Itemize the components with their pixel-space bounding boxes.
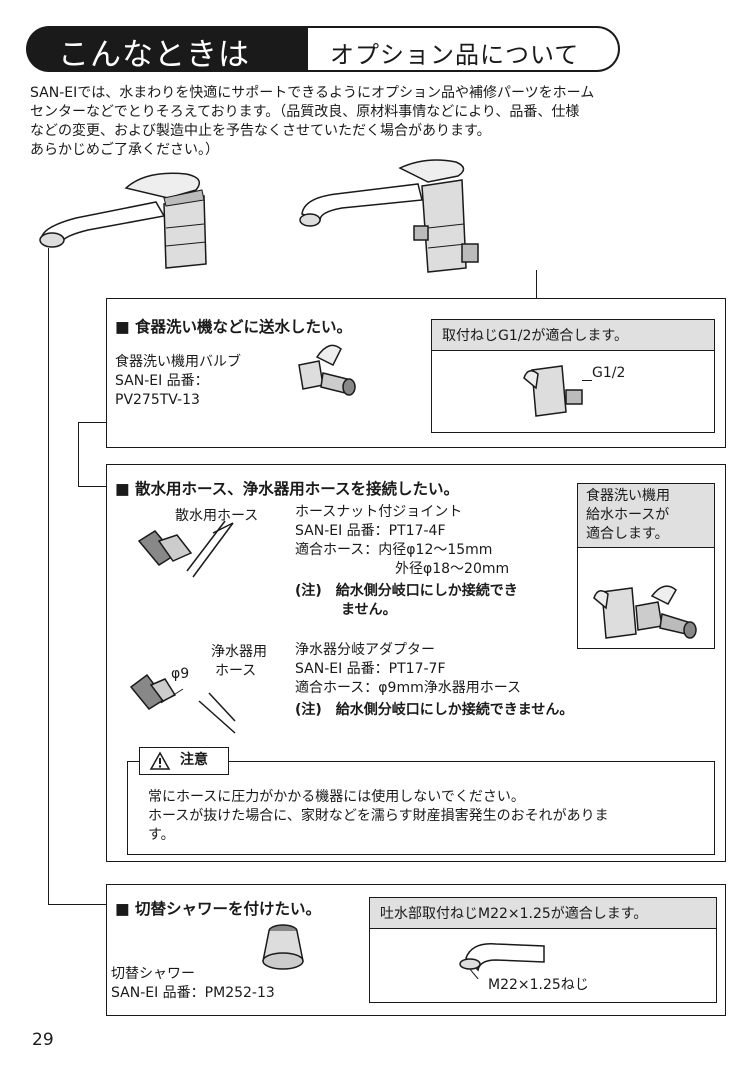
header-title-box: オプション品について bbox=[308, 26, 620, 72]
item1-line: 外径φ18～20mm bbox=[395, 561, 510, 577]
product-line: SAN-EI 品番： bbox=[115, 373, 209, 389]
m22-label: M22×1.25ねじ bbox=[488, 977, 589, 993]
hose-nut-joint-illustration bbox=[137, 520, 234, 578]
caution-label: 注意 bbox=[139, 747, 229, 775]
caution-box: 常にホースに圧力がかかる機器には使用しないでください。 ホースが抜けた場合に、家… bbox=[127, 761, 715, 855]
faucet-with-branch-illustration bbox=[299, 159, 479, 273]
item2-line: 浄水器分岐アダプター bbox=[295, 642, 435, 658]
intro-line: あらかじめご了承ください。） bbox=[30, 142, 219, 158]
dishwasher-hose-fitting-illustration bbox=[593, 585, 697, 639]
side-caption-line: 適合します。 bbox=[586, 526, 669, 542]
faucet-single-lever-illustration bbox=[39, 172, 207, 269]
spout-tip-illustration bbox=[459, 943, 545, 972]
g12-label: G1/2 bbox=[592, 365, 626, 381]
product-line: 食器洗い機用バルブ bbox=[115, 354, 241, 370]
connector-line bbox=[78, 486, 106, 487]
intro-line: SAN-EIでは、水まわりを快適にサポートできるようにオプション品や補修パーツを… bbox=[30, 85, 595, 101]
intro-line: センターなどでとりそろえております。（品質改良、原材料事情などにより、品番、仕様 bbox=[30, 104, 580, 120]
section-hose: ■ 散水用ホース、浄水器用ホースを接続したい。 散水用ホース ホースナット付ジョ… bbox=[106, 464, 726, 862]
side-info-caption: 食器洗い機用 給水ホースが 適合します。 bbox=[578, 484, 714, 548]
intro-line: などの変更、および製造中止を予告なくさせていただく場合があります。 bbox=[30, 123, 491, 139]
item1-line: ホースナット付ジョイント bbox=[295, 504, 463, 520]
purifier-label-line: ホース bbox=[215, 663, 257, 679]
section-shower: ■ 切替シャワーを付けたい。 切替シャワー SAN-EI 品番：PM252-13… bbox=[106, 884, 726, 1016]
item1-line: 適合ホース：内径φ12～15mm bbox=[295, 542, 493, 558]
header-tag-text: こんなときは bbox=[58, 37, 250, 73]
dishwasher-valve-illustration bbox=[298, 344, 356, 396]
caution-line: す。 bbox=[148, 827, 175, 843]
product-line: 切替シャワー bbox=[111, 966, 195, 982]
item1-note: ません。 bbox=[341, 602, 397, 618]
section-heading: ■ 散水用ホース、浄水器用ホースを接続したい。 bbox=[115, 480, 459, 498]
info-caption: 取付ねじG1/2が適合します。 bbox=[432, 320, 714, 351]
info-box-m22: 吐水部取付ねじM22×1.25が適合します。 M22×1.25ねじ bbox=[369, 897, 717, 1003]
item1-info: ホースナット付ジョイント SAN-EI 品番：PT17-4F 適合ホース：内径φ… bbox=[295, 503, 518, 620]
page-number: 29 bbox=[32, 1030, 54, 1050]
leader-line bbox=[582, 380, 592, 381]
side-caption-line: 給水ホースが bbox=[586, 507, 670, 523]
connector-line bbox=[48, 904, 106, 905]
info-caption: 吐水部取付ねじM22×1.25が適合します。 bbox=[370, 898, 716, 929]
caution-line: ホースが抜けた場合に、家財などを濡らす財産損害発生のおそれがありま bbox=[148, 808, 609, 824]
intro-text: SAN-EIでは、水まわりを快適にサポートできるようにオプション品や補修パーツを… bbox=[30, 84, 730, 160]
item1-note: (注) 給水側分岐口にしか接続でき bbox=[295, 583, 518, 599]
product-line: PV275TV-13 bbox=[115, 392, 200, 408]
page-header: こんなときは オプション品について bbox=[26, 26, 624, 73]
purifier-label-line: 浄水器用 bbox=[211, 644, 267, 660]
item2-info: 浄水器分岐アダプター SAN-EI 品番：PT17-7F 適合ホース：φ9mm浄… bbox=[295, 641, 573, 720]
connector-line bbox=[536, 270, 537, 298]
section-heading: ■ 切替シャワーを付けたい。 bbox=[115, 900, 322, 918]
side-caption-line: 食器洗い機用 bbox=[586, 488, 670, 504]
section-dishwasher: ■ 食器洗い機などに送水したい。 食器洗い機用バルブ SAN-EI 品番： PV… bbox=[106, 298, 726, 448]
caution-line: 常にホースに圧力がかかる機器には使用しないでください。 bbox=[148, 789, 525, 805]
item1-line: SAN-EI 品番：PT17-4F bbox=[295, 523, 446, 539]
connector-line bbox=[48, 248, 49, 904]
connector-line bbox=[78, 422, 106, 423]
diameter-label: φ9 bbox=[171, 666, 190, 682]
section-heading: ■ 食器洗い機などに送水したい。 bbox=[115, 318, 353, 336]
product-info: 切替シャワー SAN-EI 品番：PM252-13 bbox=[111, 965, 275, 1003]
caution-title: 注意 bbox=[180, 752, 208, 768]
switch-shower-illustration bbox=[262, 924, 304, 970]
warning-icon bbox=[149, 751, 171, 770]
connector-line bbox=[78, 422, 79, 486]
page-title: オプション品について bbox=[330, 41, 580, 69]
purifier-hose-label: 浄水器用 ホース bbox=[211, 643, 267, 681]
hose-label: 散水用ホース bbox=[175, 508, 259, 524]
g12-fitting-illustration bbox=[523, 365, 583, 417]
side-info-box: 食器洗い機用 給水ホースが 適合します。 bbox=[577, 483, 715, 649]
info-box-g12: 取付ねじG1/2が適合します。 G1/2 bbox=[431, 319, 715, 433]
product-line: SAN-EI 品番：PM252-13 bbox=[111, 985, 275, 1001]
item2-note: (注) 給水側分岐口にしか接続できません。 bbox=[295, 702, 574, 718]
header-tag: こんなときは bbox=[26, 26, 308, 73]
purifier-adapter-illustration bbox=[129, 673, 236, 734]
product-info: 食器洗い機用バルブ SAN-EI 品番： PV275TV-13 bbox=[115, 353, 241, 410]
item2-line: 適合ホース：φ9mm浄水器用ホース bbox=[295, 680, 522, 696]
caution-text: 常にホースに圧力がかかる機器には使用しないでください。 ホースが抜けた場合に、家… bbox=[148, 788, 609, 845]
item2-line: SAN-EI 品番：PT17-7F bbox=[295, 661, 446, 677]
